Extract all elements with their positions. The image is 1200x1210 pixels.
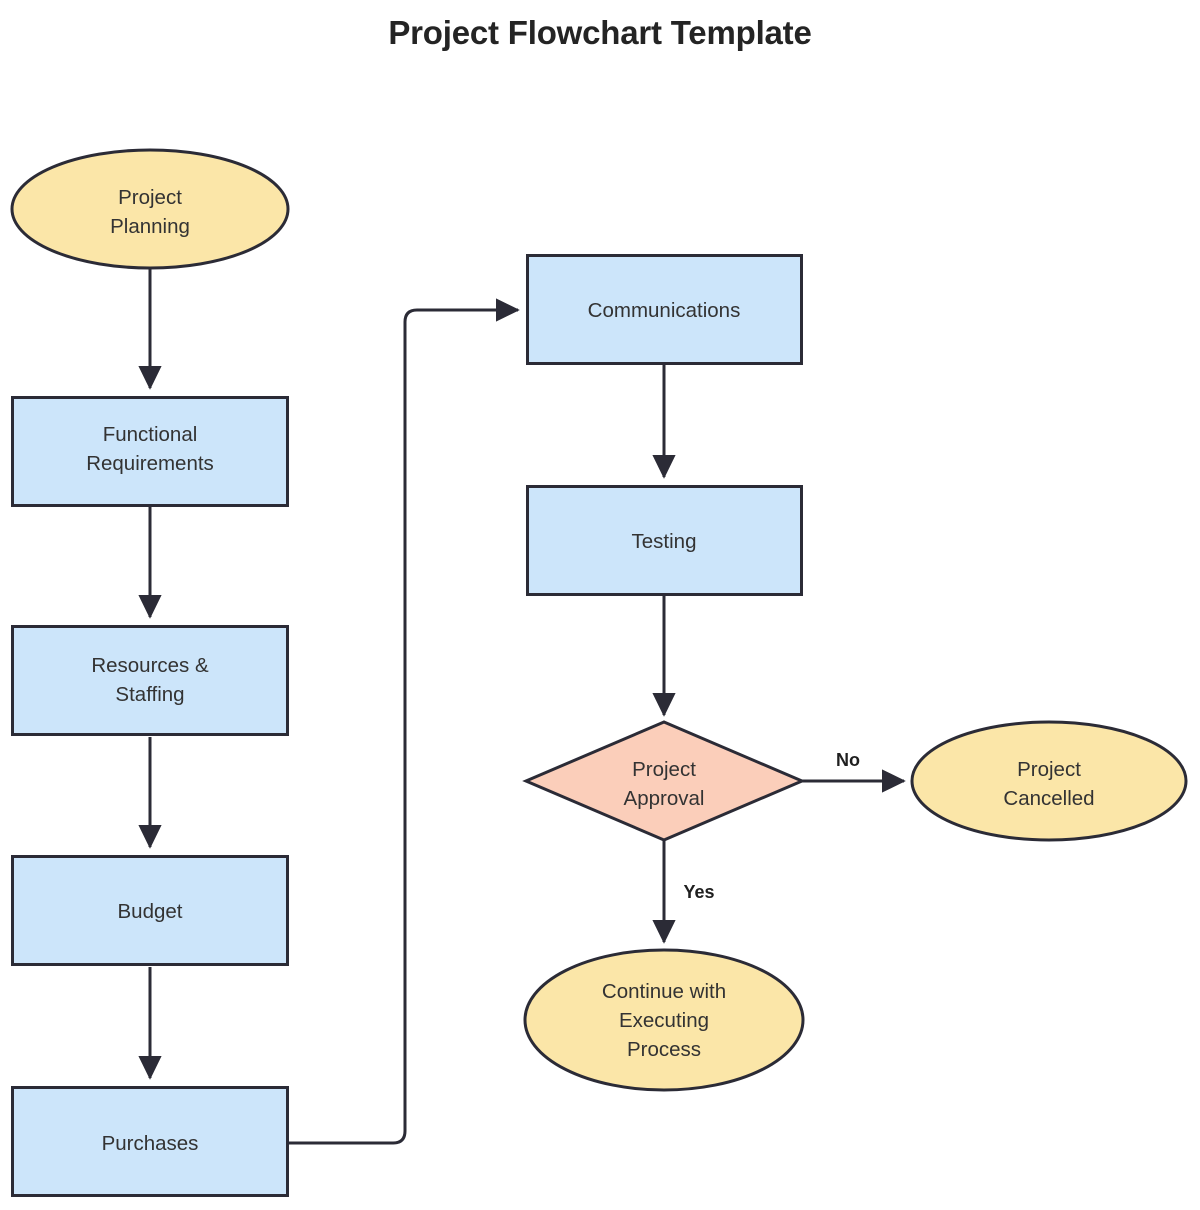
communications-label: Communications [588, 299, 741, 322]
purchases-shape[interactable] [11, 1086, 289, 1197]
budget-shape[interactable] [11, 855, 289, 966]
resources-staffing-label-line1: Resources & [91, 654, 209, 677]
continue-executing-shape[interactable] [523, 948, 805, 1092]
project-approval-shape[interactable] [522, 720, 806, 842]
edge-purchases-to-communications [288, 298, 520, 1145]
testing-shape[interactable] [526, 485, 803, 596]
budget-label: Budget [118, 900, 183, 923]
continue-executing-label-line1: Continue with [602, 980, 726, 1003]
communications-shape[interactable] [526, 254, 803, 365]
node-project-cancelled[interactable]: Project Cancelled [910, 720, 1188, 842]
edges-layer [138, 268, 906, 1145]
resources-staffing-label-line2: Staffing [115, 683, 184, 706]
node-purchases[interactable]: Purchases [11, 1086, 289, 1197]
testing-label: Testing [632, 530, 697, 553]
project-cancelled-shape[interactable] [910, 720, 1188, 842]
functional-requirements-label-line1: Functional [103, 423, 198, 446]
project-cancelled-label-line1: Project [1017, 758, 1081, 781]
node-project-approval[interactable]: Project Approval [522, 720, 806, 842]
continue-executing-label-line2: Executing [619, 1009, 709, 1032]
node-continue-executing[interactable]: Continue with Executing Process [523, 948, 805, 1092]
resources-staffing-shape[interactable] [11, 625, 289, 736]
project-approval-label-line2: Approval [624, 787, 705, 810]
project-planning-shape[interactable] [10, 148, 290, 270]
node-resources-staffing[interactable]: Resources & Staffing [11, 625, 289, 736]
edge-labels-layer: No Yes [683, 750, 860, 902]
node-project-planning[interactable]: Project Planning [10, 148, 290, 270]
node-communications[interactable]: Communications [526, 254, 803, 365]
node-budget[interactable]: Budget [11, 855, 289, 966]
functional-requirements-shape[interactable] [11, 396, 289, 507]
edge-label-no: No [836, 750, 860, 770]
page-title: Project Flowchart Template [388, 14, 812, 51]
purchases-label: Purchases [102, 1132, 199, 1155]
node-functional-requirements[interactable]: Functional Requirements [11, 396, 289, 507]
node-testing[interactable]: Testing [526, 485, 803, 596]
continue-executing-label-line3: Process [627, 1038, 701, 1061]
functional-requirements-label-line2: Requirements [86, 452, 214, 475]
edge-label-yes: Yes [683, 882, 714, 902]
project-planning-label-line1: Project [118, 186, 182, 209]
project-approval-label-line1: Project [632, 758, 696, 781]
project-cancelled-label-line2: Cancelled [1003, 787, 1094, 810]
project-planning-label-line2: Planning [110, 215, 190, 238]
